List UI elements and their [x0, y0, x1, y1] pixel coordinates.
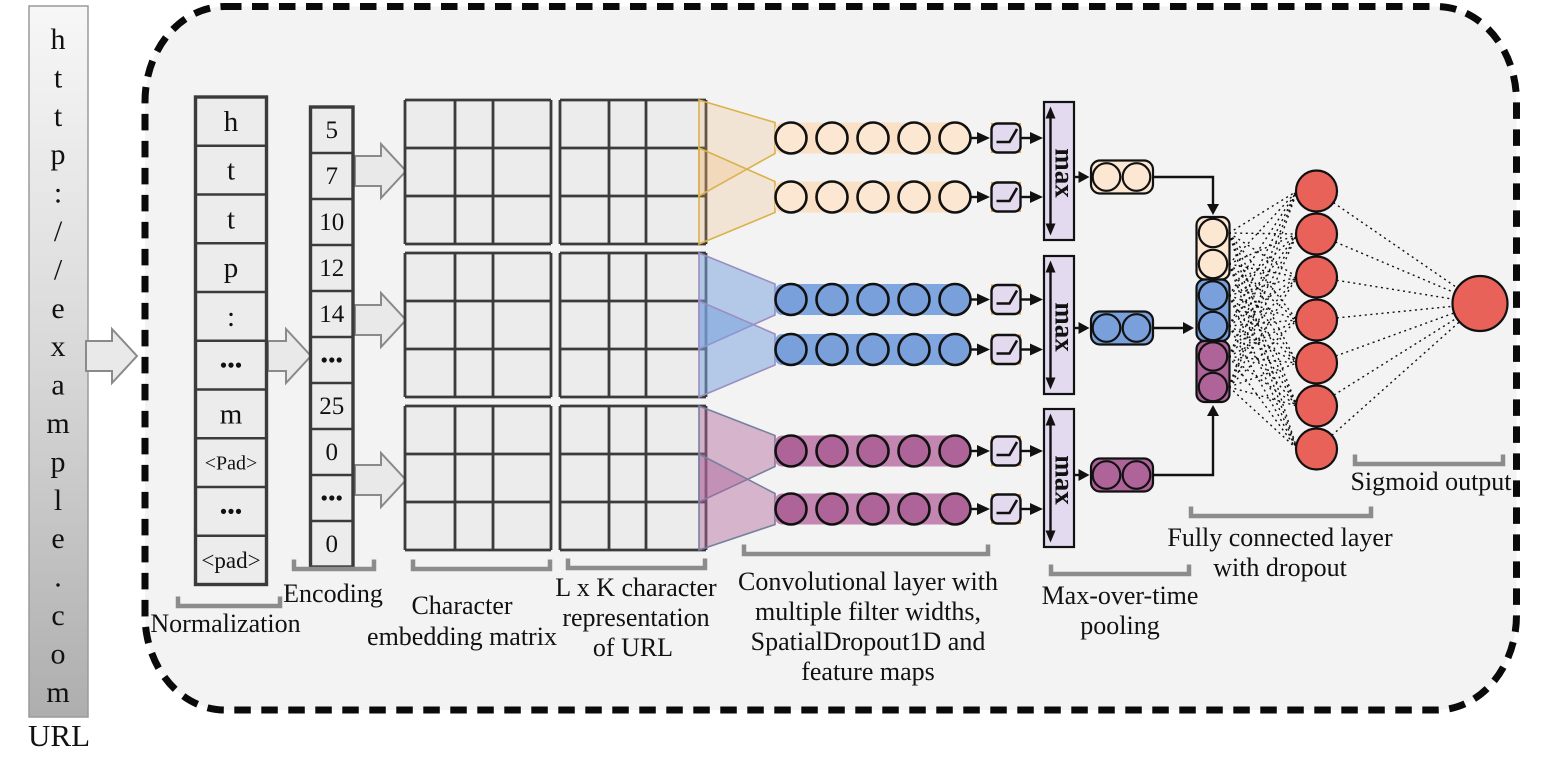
svg-text:max: max	[1050, 455, 1080, 505]
svg-text:a: a	[51, 369, 64, 402]
svg-text::: :	[227, 301, 235, 333]
svg-text:e: e	[51, 292, 64, 325]
svg-text:pooling: pooling	[1080, 611, 1159, 640]
svg-text:0: 0	[326, 531, 339, 558]
svg-text:x: x	[51, 330, 66, 363]
svg-text:10: 10	[319, 209, 344, 236]
svg-text:25: 25	[319, 393, 344, 420]
svg-text:h: h	[51, 23, 66, 56]
svg-text:t: t	[227, 155, 235, 187]
svg-text:feature maps: feature maps	[801, 657, 935, 686]
svg-text:p: p	[224, 252, 239, 284]
svg-text:7: 7	[326, 163, 339, 190]
svg-text:representation: representation	[562, 603, 709, 632]
svg-text:12: 12	[319, 255, 344, 282]
svg-text:t: t	[54, 100, 63, 133]
svg-text:5: 5	[326, 117, 339, 144]
svg-text:t: t	[54, 61, 63, 94]
svg-text:URL: URL	[28, 718, 90, 753]
svg-text:c: c	[51, 599, 64, 632]
svg-text:0: 0	[326, 439, 339, 466]
svg-text:14: 14	[319, 301, 345, 328]
svg-text:/: /	[54, 253, 63, 286]
svg-text:L x K character: L x K character	[555, 573, 717, 602]
svg-text:max: max	[1050, 148, 1080, 198]
svg-text:Fully connected layer: Fully connected layer	[1167, 523, 1393, 552]
svg-text:Character: Character	[411, 591, 512, 620]
svg-text:e: e	[51, 522, 64, 555]
svg-text:m: m	[46, 407, 69, 440]
svg-text:p: p	[51, 445, 66, 478]
svg-text:<Pad>: <Pad>	[205, 452, 258, 474]
svg-text:<pad>: <pad>	[201, 548, 260, 573]
svg-text:p: p	[51, 138, 66, 171]
svg-text:o: o	[51, 637, 66, 670]
svg-text:Sigmoid output: Sigmoid output	[1350, 467, 1512, 496]
svg-text:with dropout: with dropout	[1213, 553, 1347, 582]
svg-text:Encoding: Encoding	[283, 579, 383, 608]
svg-text:multiple filter widths,: multiple filter widths,	[755, 597, 981, 626]
svg-text:SpatialDropout1D and: SpatialDropout1D and	[751, 627, 986, 656]
svg-text:l: l	[54, 484, 62, 517]
svg-text:h: h	[224, 106, 239, 138]
svg-text:Normalization: Normalization	[150, 609, 300, 638]
svg-text:Convolutional layer with: Convolutional layer with	[738, 567, 998, 596]
svg-text:embedding matrix: embedding matrix	[367, 622, 557, 651]
svg-text:m: m	[220, 398, 243, 430]
svg-text:t: t	[227, 203, 235, 235]
svg-text:of URL: of URL	[593, 633, 673, 662]
svg-text:.: .	[54, 561, 62, 594]
svg-text::: :	[54, 177, 62, 210]
svg-text:/: /	[54, 215, 63, 248]
svg-text:Max-over-time: Max-over-time	[1042, 581, 1199, 610]
svg-text:m: m	[46, 676, 69, 709]
